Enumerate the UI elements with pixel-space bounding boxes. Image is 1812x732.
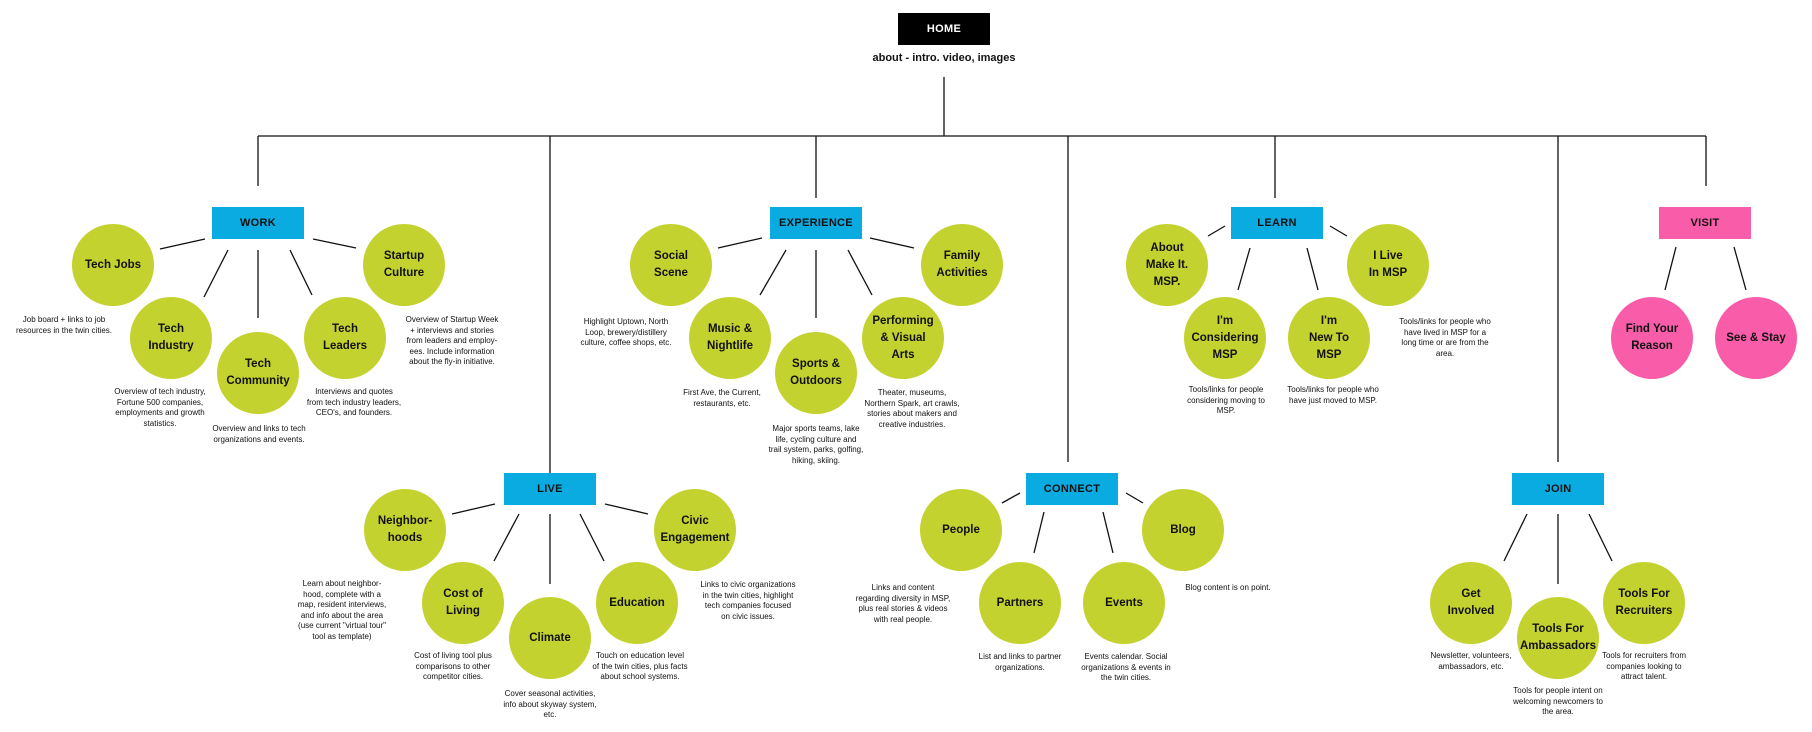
node-considering-msp[interactable]: I'm Considering MSP [1184, 297, 1266, 379]
node-partners[interactable]: Partners [979, 562, 1061, 644]
node-tech-leaders[interactable]: Tech Leaders [304, 297, 386, 379]
note-people: Links and content regarding diversity in… [855, 583, 951, 624]
node-live-in-msp[interactable]: I Live In MSP [1347, 224, 1429, 306]
node-find-your-reason[interactable]: Find Your Reason [1611, 297, 1693, 379]
node-performing-arts[interactable]: Performing & Visual Arts [862, 297, 944, 379]
note-tech-community: Overview and links to tech organizations… [212, 424, 306, 444]
note-tools-ambassadors: Tools for people intent on welcoming new… [1513, 686, 1603, 716]
node-tech-community[interactable]: Tech Community [217, 332, 299, 414]
home-subtitle: about - intro. video, images [872, 52, 1016, 64]
note-music-nightlife: First Ave, the Current, restaurants, etc… [683, 388, 761, 408]
node-climate[interactable]: Climate [509, 597, 591, 679]
note-education: Touch on education level of the twin cit… [592, 651, 688, 681]
node-events[interactable]: Events [1083, 562, 1165, 644]
node-new-to-msp[interactable]: I'm New To MSP [1288, 297, 1370, 379]
note-climate: Cover seasonal activities, info about sk… [503, 689, 597, 719]
note-tech-jobs: Job board + links to job resources in th… [15, 315, 113, 335]
node-tech-industry[interactable]: Tech Industry [130, 297, 212, 379]
note-partners: List and links to partner organizations. [978, 652, 1062, 672]
node-family-activities[interactable]: Family Activities [921, 224, 1003, 306]
note-live-in-msp: Tools/links for people who have lived in… [1399, 317, 1491, 358]
note-blog: Blog content is on point. [1185, 583, 1271, 592]
note-startup-culture: Overview of Startup Week + interviews an… [405, 315, 499, 366]
node-sports-outdoors[interactable]: Sports & Outdoors [775, 332, 857, 414]
note-tools-recruiters: Tools for recruiters from companies look… [1601, 651, 1687, 681]
note-sports-outdoors: Major sports teams, lake life, cycling c… [768, 424, 864, 465]
section-learn[interactable]: LEARN [1231, 207, 1323, 239]
node-cost-of-living[interactable]: Cost of Living [422, 562, 504, 644]
note-tech-leaders: Interviews and quotes from tech industry… [306, 387, 402, 417]
node-tools-recruiters[interactable]: Tools For Recruiters [1603, 562, 1685, 644]
section-work[interactable]: WORK [212, 207, 304, 239]
note-events: Events calendar. Social organizations & … [1081, 652, 1171, 682]
section-live[interactable]: LIVE [504, 473, 596, 505]
node-education[interactable]: Education [596, 562, 678, 644]
note-social-scene: Highlight Uptown, North Loop, brewery/di… [580, 317, 672, 347]
node-startup-culture[interactable]: Startup Culture [363, 224, 445, 306]
note-cost-of-living: Cost of living tool plus comparisons to … [414, 651, 492, 681]
note-considering-msp: Tools/links for people considering movin… [1187, 385, 1265, 415]
note-new-to-msp: Tools/links for people who have just mov… [1287, 385, 1379, 405]
note-get-involved: Newsletter, volunteers, ambassadors, etc… [1430, 651, 1512, 671]
section-experience[interactable]: EXPERIENCE [770, 207, 862, 239]
section-connect[interactable]: CONNECT [1026, 473, 1118, 505]
node-get-involved[interactable]: Get Involved [1430, 562, 1512, 644]
node-social-scene[interactable]: Social Scene [630, 224, 712, 306]
section-join[interactable]: JOIN [1512, 473, 1604, 505]
node-about-makeit[interactable]: About Make It. MSP. [1126, 224, 1208, 306]
note-performing-arts: Theater, museums, Northern Spark, art cr… [864, 388, 960, 429]
section-visit[interactable]: VISIT [1659, 207, 1751, 239]
node-tools-ambassadors[interactable]: Tools For Ambassadors [1517, 597, 1599, 679]
note-civic-engagement: Links to civic organizations in the twin… [700, 580, 796, 621]
node-people[interactable]: People [920, 489, 1002, 571]
node-civic-engagement[interactable]: Civic Engagement [654, 489, 736, 571]
note-neighborhoods: Learn about neighbor- hood, complete wit… [297, 579, 387, 641]
node-music-nightlife[interactable]: Music & Nightlife [689, 297, 771, 379]
node-tech-jobs[interactable]: Tech Jobs [72, 224, 154, 306]
home-box[interactable]: HOME [898, 13, 990, 45]
node-see-and-stay[interactable]: See & Stay [1715, 297, 1797, 379]
note-tech-industry: Overview of tech industry, Fortune 500 c… [114, 387, 206, 428]
node-blog[interactable]: Blog [1142, 489, 1224, 571]
node-neighborhoods[interactable]: Neighbor- hoods [364, 489, 446, 571]
